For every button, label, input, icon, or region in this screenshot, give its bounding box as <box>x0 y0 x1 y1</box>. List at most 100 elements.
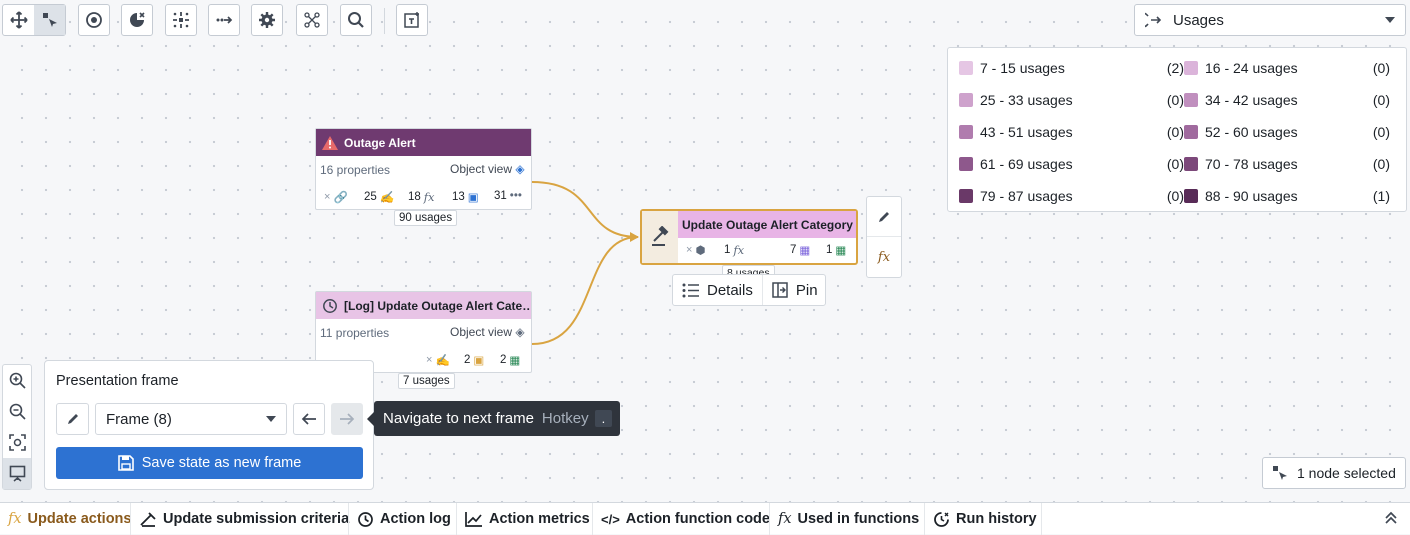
expand-panel-icon[interactable] <box>1384 511 1398 525</box>
function-icon[interactable]: fx <box>877 249 891 265</box>
caret-down-icon <box>266 416 276 422</box>
legend-swatch <box>1184 157 1198 171</box>
color-by-select[interactable]: Usages <box>1134 4 1406 36</box>
submission-criteria-icon <box>139 511 157 527</box>
legend-label: 7 - 15 usages <box>980 60 1065 76</box>
presentation-icon[interactable] <box>3 458 31 489</box>
tab-label: Action metrics <box>489 511 590 527</box>
warning-icon <box>322 135 338 150</box>
views-stat: 13▣ <box>452 191 479 204</box>
legend-swatch <box>1184 125 1198 139</box>
add-text-icon[interactable] <box>396 4 428 36</box>
node-log-update[interactable]: [Log] Update Outage Alert Cate… 11 prope… <box>315 291 532 373</box>
edit-icon[interactable] <box>867 197 901 237</box>
gavel-icon <box>642 211 678 263</box>
rule-icon: ▣ <box>473 355 485 367</box>
run-history-icon <box>933 511 950 528</box>
tab-run-history[interactable]: Run history <box>925 503 1037 535</box>
bottom-tab-bar: fx Update actions Update submission crit… <box>0 502 1410 535</box>
legend-count: (0) <box>1166 124 1184 140</box>
object-view-icon: ◈ <box>515 325 525 339</box>
zoom-out-icon[interactable] <box>3 396 31 426</box>
legend-swatch <box>959 61 973 75</box>
layout-icon[interactable] <box>165 4 197 36</box>
next-frame-button[interactable] <box>331 403 363 435</box>
views-stat: 7▦ <box>790 244 811 257</box>
legend-swatch <box>959 125 973 139</box>
frame-select[interactable]: Frame (8) <box>95 403 287 435</box>
function-icon: fx <box>8 511 22 527</box>
legend-item: 88 - 90 usages <box>1184 180 1298 212</box>
tab-divider <box>348 503 349 535</box>
search-icon[interactable] <box>340 4 372 36</box>
move-icon[interactable] <box>3 5 34 35</box>
connect-icon[interactable] <box>208 4 240 36</box>
more-icon: ••• <box>509 190 522 202</box>
node-title: [Log] Update Outage Alert Cate… <box>344 298 531 313</box>
select-icon[interactable] <box>34 5 65 35</box>
tab-action-function-code[interactable]: </> Action function code <box>593 503 770 535</box>
edit-frame-button[interactable] <box>56 403 89 435</box>
legend-item: 16 - 24 usages <box>1184 52 1298 84</box>
scatter-icon[interactable] <box>296 4 328 36</box>
tab-label: Used in functions <box>797 511 920 527</box>
pin-label: Pin <box>795 281 818 299</box>
tab-update-submission-criteria[interactable]: Update submission criteria <box>131 503 349 535</box>
legend-item: 70 - 78 usages <box>1184 148 1298 180</box>
gear-icon[interactable] <box>251 4 283 36</box>
target-icon[interactable] <box>78 4 110 36</box>
next-frame-tooltip: Navigate to next frame Hotkey . <box>367 401 620 436</box>
legend-count: (0) <box>1166 188 1184 204</box>
tab-label: Run history <box>956 511 1037 527</box>
frame-select-value: Frame (8) <box>106 410 172 428</box>
legend-row: 7 - 15 usages(2)16 - 24 usages(0) <box>948 52 1408 84</box>
legend-count: (0) <box>1372 156 1390 172</box>
legend-row: 25 - 33 usages(0)34 - 42 usages(0) <box>948 84 1408 116</box>
zoom-in-icon[interactable] <box>3 365 31 395</box>
legend-label: 88 - 90 usages <box>1205 188 1298 204</box>
legend-count: (1) <box>1372 188 1390 204</box>
tooltip-hotkey-label: Hotkey <box>541 410 589 427</box>
tab-label: Action function code <box>625 511 770 527</box>
node-side-actions: fx <box>866 196 902 278</box>
save-frame-button[interactable]: Save state as new frame <box>56 447 363 479</box>
object-stat: ×⬢ <box>686 244 706 257</box>
function-icon: fx <box>733 243 745 257</box>
history-icon <box>322 298 338 314</box>
edit-icon <box>66 412 80 426</box>
legend-item: 61 - 69 usages <box>959 148 1073 180</box>
usage-tag: 90 usages <box>394 210 458 226</box>
edge-outage-to-action <box>531 181 639 238</box>
tab-label: Update submission criteria <box>163 511 350 527</box>
pie-settings-icon[interactable] <box>121 4 153 36</box>
color-by-label: Usages <box>1173 11 1224 29</box>
fit-to-screen-icon[interactable] <box>3 427 31 457</box>
tab-action-metrics[interactable]: Action metrics <box>457 503 590 535</box>
pin-button[interactable]: Pin <box>763 275 827 305</box>
details-button[interactable]: Details <box>673 275 763 305</box>
usages-legend: 7 - 15 usages(2)16 - 24 usages(0)25 - 33… <box>947 47 1407 212</box>
object-view-link[interactable]: Object view ◈ <box>450 162 525 176</box>
legend-label: 25 - 33 usages <box>980 92 1073 108</box>
node-outage-alert[interactable]: Outage Alert 16 properties Object view ◈… <box>315 128 532 210</box>
legend-count: (0) <box>1372 124 1390 140</box>
legend-label: 34 - 42 usages <box>1205 92 1298 108</box>
legend-count: (0) <box>1372 60 1390 76</box>
tab-label: Update actions <box>27 511 132 527</box>
legend-label: 43 - 51 usages <box>980 124 1073 140</box>
legend-label: 16 - 24 usages <box>1205 60 1298 76</box>
previous-frame-button[interactable] <box>293 403 325 435</box>
table-icon: ▦ <box>509 355 521 367</box>
tab-used-in-functions[interactable]: fx Used in functions <box>770 503 919 535</box>
tab-update-actions[interactable]: fx Update actions <box>0 503 131 535</box>
tab-action-log[interactable]: Action log <box>349 503 451 535</box>
code-icon: </> <box>601 511 620 527</box>
object-view-link[interactable]: Object view ◈ <box>450 325 525 339</box>
properties-count: 11 properties <box>320 326 390 340</box>
cube-icon: ⬢ <box>695 245 706 257</box>
tab-divider <box>130 503 131 535</box>
function-icon: fx <box>778 511 792 527</box>
